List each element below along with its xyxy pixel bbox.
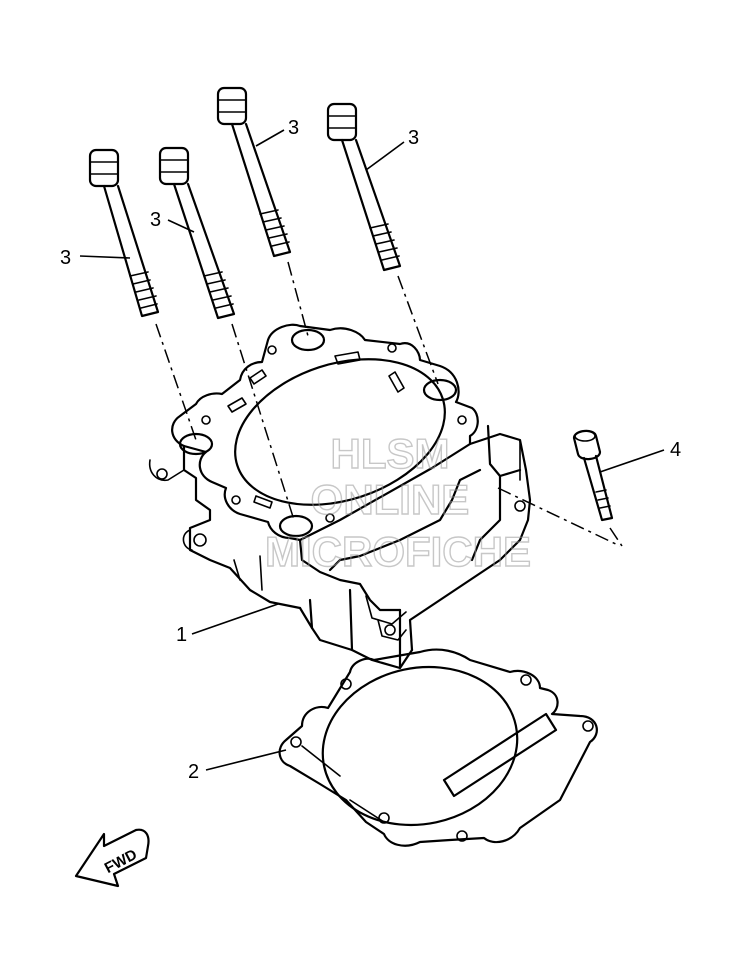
watermark-line-2: ONLINE (311, 476, 470, 523)
callout-1: 1 (176, 624, 187, 646)
fwd-label: FWD (102, 846, 140, 877)
watermark-line-1: HLSM (331, 430, 450, 477)
forward-direction-arrow: FWD (74, 828, 150, 888)
socket-bolt[interactable] (572, 429, 614, 522)
cylinder-part[interactable] (148, 323, 532, 670)
callout-3-b: 3 (150, 209, 161, 231)
leader-lines (79, 129, 665, 771)
stud-bolt-1[interactable] (88, 148, 160, 318)
callout-4: 4 (670, 439, 681, 461)
stud-bolt-3[interactable] (216, 86, 292, 258)
cylinder-gasket-part[interactable] (278, 648, 598, 847)
stud-bolt-2[interactable] (158, 146, 236, 320)
callout-3-d: 3 (408, 127, 419, 149)
callout-3-c: 3 (288, 117, 299, 139)
callout-2: 2 (188, 761, 199, 783)
watermark-line-3: MICROFICHE (265, 528, 531, 575)
watermark: HLSM ONLINE MICROFICHE (264, 429, 531, 575)
callout-3-a: 3 (60, 247, 71, 269)
assembly-center-lines (155, 261, 623, 547)
stud-bolt-4[interactable] (326, 102, 402, 272)
